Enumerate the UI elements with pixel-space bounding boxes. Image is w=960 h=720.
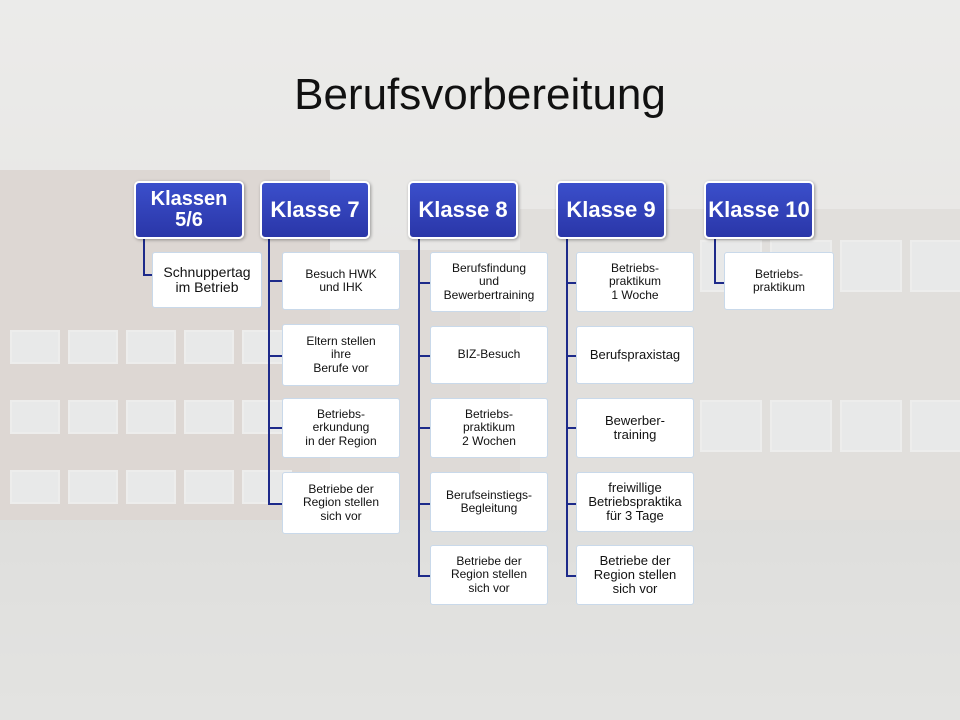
page-title: Berufsvorbereitung bbox=[294, 70, 666, 119]
item-betriebe-region-8: Betriebe der Region stellen sich vor bbox=[430, 545, 548, 605]
item-eltern-berufe: Eltern stellen ihre Berufe vor bbox=[282, 324, 400, 386]
header-klassen-5-6: Klassen 5/6 bbox=[134, 181, 244, 239]
header-klasse-7: Klasse 7 bbox=[260, 181, 370, 239]
item-betriebe-region-7: Betriebe der Region stellen sich vor bbox=[282, 472, 400, 534]
item-berufspraxistag: Berufspraxistag bbox=[576, 326, 694, 384]
item-berufsfindung: Berufsfindung und Bewerbertraining bbox=[430, 252, 548, 312]
item-berufseinstiegsbegleitung: Berufseinstiegs- Begleitung bbox=[430, 472, 548, 532]
item-besuch-hwk-ihk: Besuch HWK und IHK bbox=[282, 252, 400, 310]
item-bewerbertraining: Bewerber- training bbox=[576, 398, 694, 458]
item-biz-besuch: BIZ-Besuch bbox=[430, 326, 548, 384]
item-freiwillige-praktika: freiwillige Betriebspraktika für 3 Tage bbox=[576, 472, 694, 532]
item-praktikum-2-wochen: Betriebs- praktikum 2 Wochen bbox=[430, 398, 548, 458]
header-klasse-10: Klasse 10 bbox=[704, 181, 814, 239]
item-betriebe-region-9: Betriebe der Region stellen sich vor bbox=[576, 545, 694, 605]
item-praktikum-1-woche: Betriebs- praktikum 1 Woche bbox=[576, 252, 694, 312]
item-praktikum-10: Betriebs- praktikum bbox=[724, 252, 834, 310]
item-betriebserkundung: Betriebs- erkundung in der Region bbox=[282, 398, 400, 458]
header-klasse-8: Klasse 8 bbox=[408, 181, 518, 239]
header-klasse-9: Klasse 9 bbox=[556, 181, 666, 239]
item-schnuppertag: Schnuppertag im Betrieb bbox=[152, 252, 262, 308]
